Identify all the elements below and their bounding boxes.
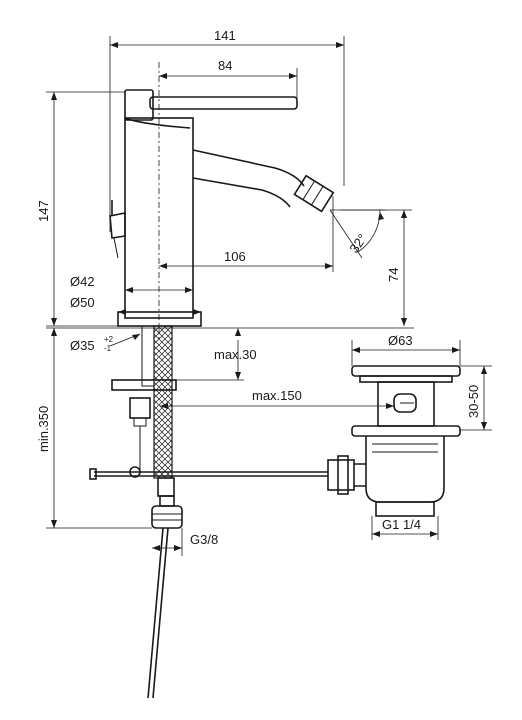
label-height: 147 xyxy=(36,200,51,222)
label-min-clearance: min.350 xyxy=(36,406,51,452)
waste-rod xyxy=(89,468,328,480)
label-body-diameter: Ø42 xyxy=(70,274,95,289)
label-waste-diameter: Ø63 xyxy=(388,333,413,348)
label-waste-thread: G1 1/4 xyxy=(382,517,421,532)
label-base-diameter: Ø50 xyxy=(70,295,95,310)
label-spout-angle: 32° xyxy=(346,231,370,256)
pull-rod xyxy=(109,200,126,259)
label-hole-tol-plus: +2 xyxy=(104,335,114,344)
pop-up-waste xyxy=(327,365,461,517)
label-hose-length: max.150 xyxy=(252,388,302,403)
spout xyxy=(192,149,335,213)
label-hole-diameter: Ø35 xyxy=(70,338,95,353)
label-outlet-height: 74 xyxy=(386,268,401,282)
label-overall-width: 141 xyxy=(214,28,236,43)
dimension-lines xyxy=(46,36,492,556)
label-connection-thread: G3/8 xyxy=(190,532,218,547)
label-waste-range: 30-50 xyxy=(466,385,481,418)
dimension-labels: 141 84 147 106 32° 74 Ø42 Ø50 Ø35 +2 -1 … xyxy=(36,28,481,547)
label-lever-width: 84 xyxy=(218,58,232,73)
under-deck-assembly xyxy=(111,325,183,699)
faucet-body xyxy=(117,89,298,327)
label-hole-tol-minus: -1 xyxy=(104,344,112,353)
label-deck-thickness: max.30 xyxy=(214,347,257,362)
label-spout-reach: 106 xyxy=(224,249,246,264)
